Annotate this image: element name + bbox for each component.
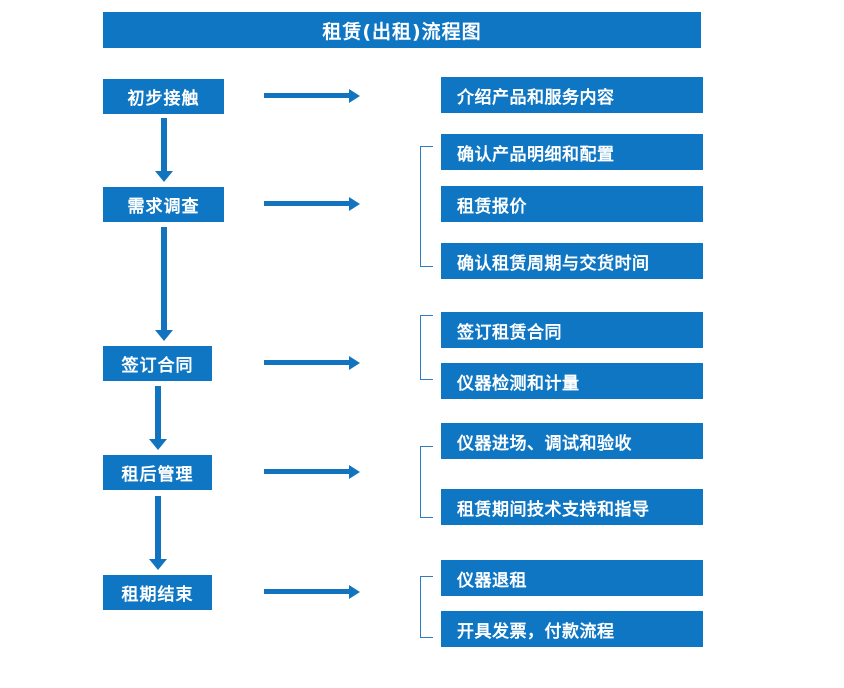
group-bracket-qiandinghetong xyxy=(420,315,433,380)
down-arrow-xuqiudiaocha-to-qiandinghetong xyxy=(155,227,173,341)
detail-box-yiqijinchang[interactable]: 仪器进场、调试和验收 xyxy=(441,423,703,459)
down-arrow-chubujiechu-to-xuqiudiaocha xyxy=(155,118,173,182)
detail-box-yiqijiancehejiliang[interactable]: 仪器检测和计量 xyxy=(441,363,703,399)
stage-box-qiandinghetong[interactable]: 签订合同 xyxy=(103,346,212,381)
stage-box-chubujiechu[interactable]: 初步接触 xyxy=(103,79,224,114)
detail-box-qiandingzulinhetong[interactable]: 签订租赁合同 xyxy=(441,312,703,348)
group-bracket-xuqiudiaocha xyxy=(420,146,433,267)
stage-box-xuqiudiaocha[interactable]: 需求调查 xyxy=(103,187,224,222)
right-arrow-zuqijieshu xyxy=(264,585,360,599)
right-arrow-chubujiechu xyxy=(264,89,360,103)
down-arrow-qiandinghetong-to-zuhouguanli xyxy=(149,386,167,450)
stage-box-zuqijieshu[interactable]: 租期结束 xyxy=(103,575,212,610)
detail-box-zulinqijianjishu[interactable]: 租赁期间技术支持和指导 xyxy=(441,489,703,525)
right-arrow-zuhouguanli xyxy=(264,465,360,479)
detail-box-kaijufapiao[interactable]: 开具发票，付款流程 xyxy=(441,611,703,647)
right-arrow-qiandinghetong xyxy=(264,356,360,370)
detail-box-jieshaochanpin[interactable]: 介绍产品和服务内容 xyxy=(441,77,703,113)
detail-box-querenzulinzhouqi[interactable]: 确认租赁周期与交货时间 xyxy=(441,243,703,279)
flowchart-title: 租赁(出租)流程图 xyxy=(103,12,701,48)
group-bracket-zuhouguanli xyxy=(420,446,433,518)
group-bracket-zuqijieshu xyxy=(420,576,433,638)
detail-box-querenchanpinmingxi[interactable]: 确认产品明细和配置 xyxy=(441,134,703,170)
right-arrow-xuqiudiaocha xyxy=(264,197,360,211)
down-arrow-zuhouguanli-to-zuqijieshu xyxy=(149,496,167,570)
detail-box-yiqituizu[interactable]: 仪器退租 xyxy=(441,560,703,596)
detail-box-zulinbaojia[interactable]: 租赁报价 xyxy=(441,186,703,222)
stage-box-zuhouguanli[interactable]: 租后管理 xyxy=(103,455,212,490)
